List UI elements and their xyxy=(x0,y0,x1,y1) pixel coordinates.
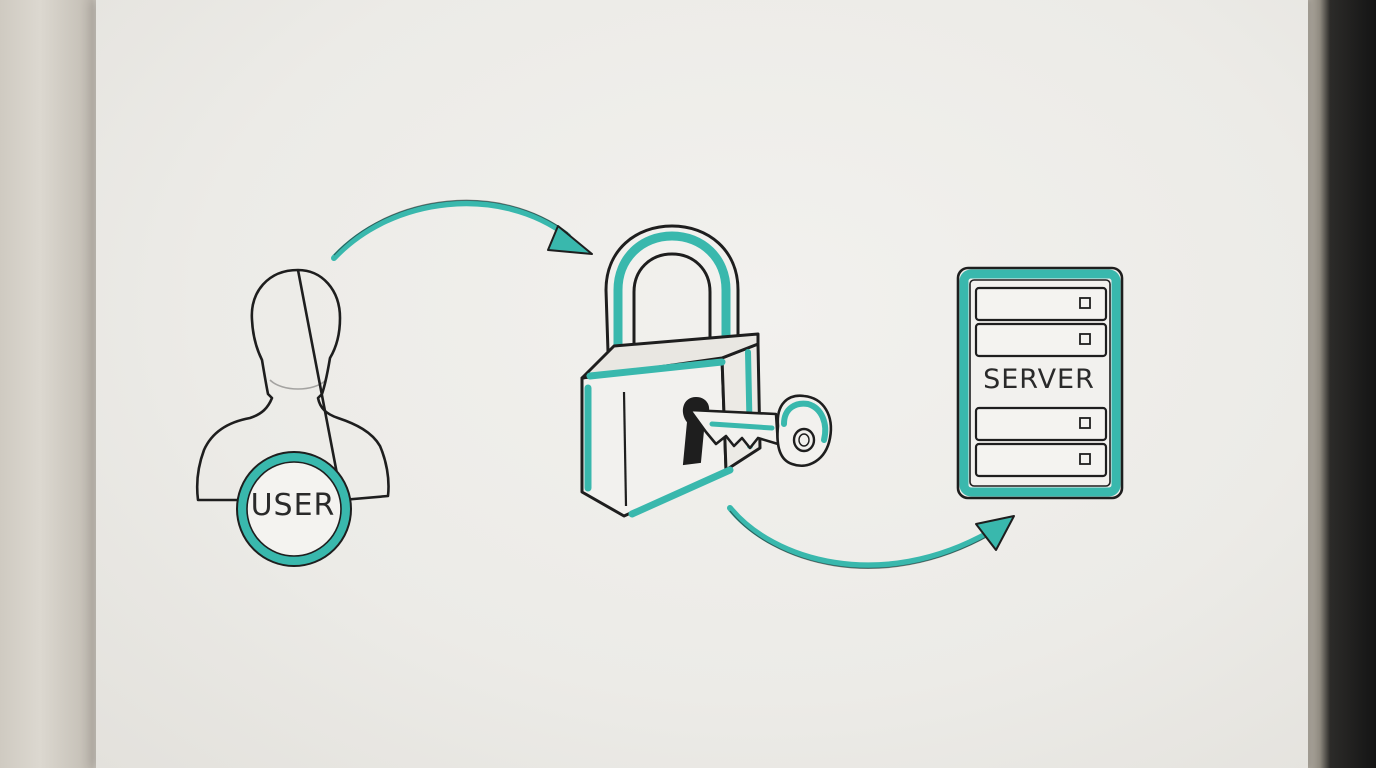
server-unit xyxy=(974,442,1108,478)
user-silhouette-icon xyxy=(195,268,390,502)
curved-arrow-icon xyxy=(331,199,593,261)
background-edge xyxy=(1306,0,1376,768)
user-label: USER xyxy=(250,488,336,523)
server-unit xyxy=(974,322,1108,358)
server-unit xyxy=(974,286,1108,322)
server-rack-icon xyxy=(956,266,1124,500)
key-icon xyxy=(688,394,833,467)
padlock-icon xyxy=(580,224,762,518)
server-label: SERVER xyxy=(983,364,1095,395)
curved-arrow-icon xyxy=(727,505,1015,569)
user-badge xyxy=(236,451,352,567)
server-unit xyxy=(974,406,1108,442)
